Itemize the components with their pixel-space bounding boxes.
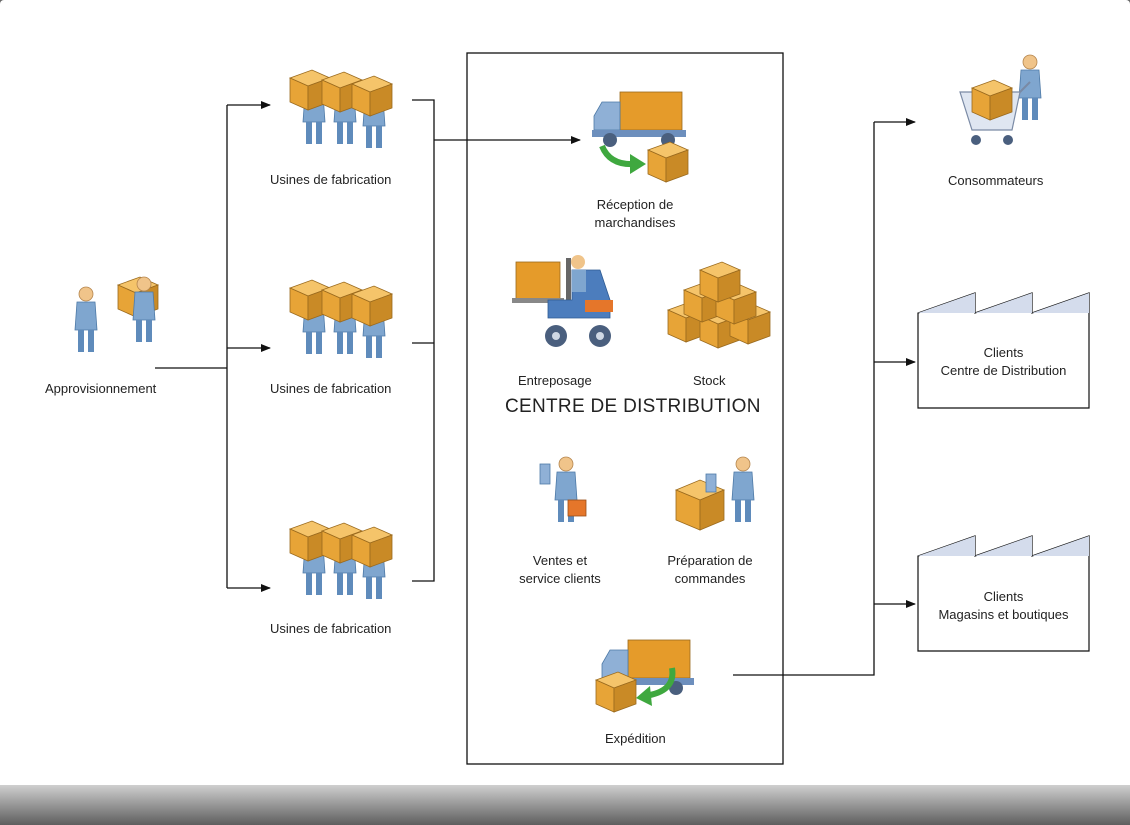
order-prep-label: Préparation de commandes xyxy=(667,553,753,586)
clients-stores-label: Clients Magasins et boutiques xyxy=(938,589,1069,622)
reception-label: Réception de marchandises xyxy=(594,197,676,230)
consumers-label: Consommateurs xyxy=(948,173,1044,188)
factory-1-label: Usines de fabrication xyxy=(270,172,392,187)
factory-1-icon xyxy=(289,69,393,149)
connector-shipping xyxy=(733,122,875,676)
factory-2-icon xyxy=(289,279,393,359)
sales-worker-icon xyxy=(539,456,587,523)
shipping-label: Expédition xyxy=(605,731,666,746)
clients-dc-label: Clients Centre de Distribution xyxy=(940,345,1067,378)
order-prep-icon xyxy=(674,456,755,531)
diagram-canvas: Approvisionnement Usines de fabrication … xyxy=(0,0,1130,790)
factory-2-label: Usines de fabrication xyxy=(270,381,392,396)
connector-factories-merge xyxy=(412,99,435,582)
warehousing-label: Entreposage xyxy=(518,373,592,388)
floor-reflection xyxy=(0,785,1130,825)
stock-boxes-icon xyxy=(667,261,771,349)
reception-truck-icon xyxy=(591,91,689,183)
forklift-icon xyxy=(512,255,613,347)
supply-icon xyxy=(74,276,159,353)
connector-layer xyxy=(74,52,1090,765)
stock-label: Stock xyxy=(693,373,726,388)
distribution-center-box xyxy=(466,52,784,765)
shipping-truck-icon xyxy=(595,639,695,713)
factory-3-icon xyxy=(289,520,393,600)
sales-label: Ventes et service clients xyxy=(519,553,601,586)
factory-3-label: Usines de fabrication xyxy=(270,621,392,636)
supply-label: Approvisionnement xyxy=(45,381,157,396)
center-title: CENTRE DE DISTRIBUTION xyxy=(505,396,761,417)
consumer-cart-icon xyxy=(959,54,1042,145)
